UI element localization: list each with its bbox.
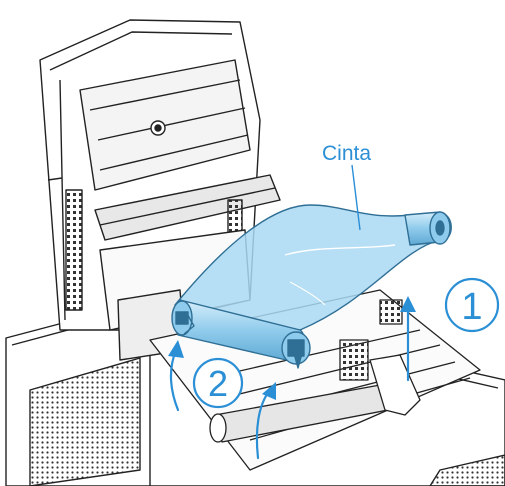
insertion-arrows <box>168 296 416 460</box>
step-two-number: 2 <box>208 363 228 404</box>
ribbon-cartridge <box>171 204 452 369</box>
step-two-badge: 2 <box>192 357 244 409</box>
step-one-number: 1 <box>461 286 482 328</box>
step-two-arrow-left-head <box>168 340 184 358</box>
ribbon-callout: Cinta <box>322 142 371 231</box>
top-cover <box>39 19 281 361</box>
ribbon-label: Cinta <box>322 142 371 165</box>
ribbon-leader-line <box>351 164 361 231</box>
step-two-arrow-right-head <box>262 382 276 400</box>
step-one-arrow-head <box>400 296 416 312</box>
step-one-badge: 1 <box>444 277 500 333</box>
